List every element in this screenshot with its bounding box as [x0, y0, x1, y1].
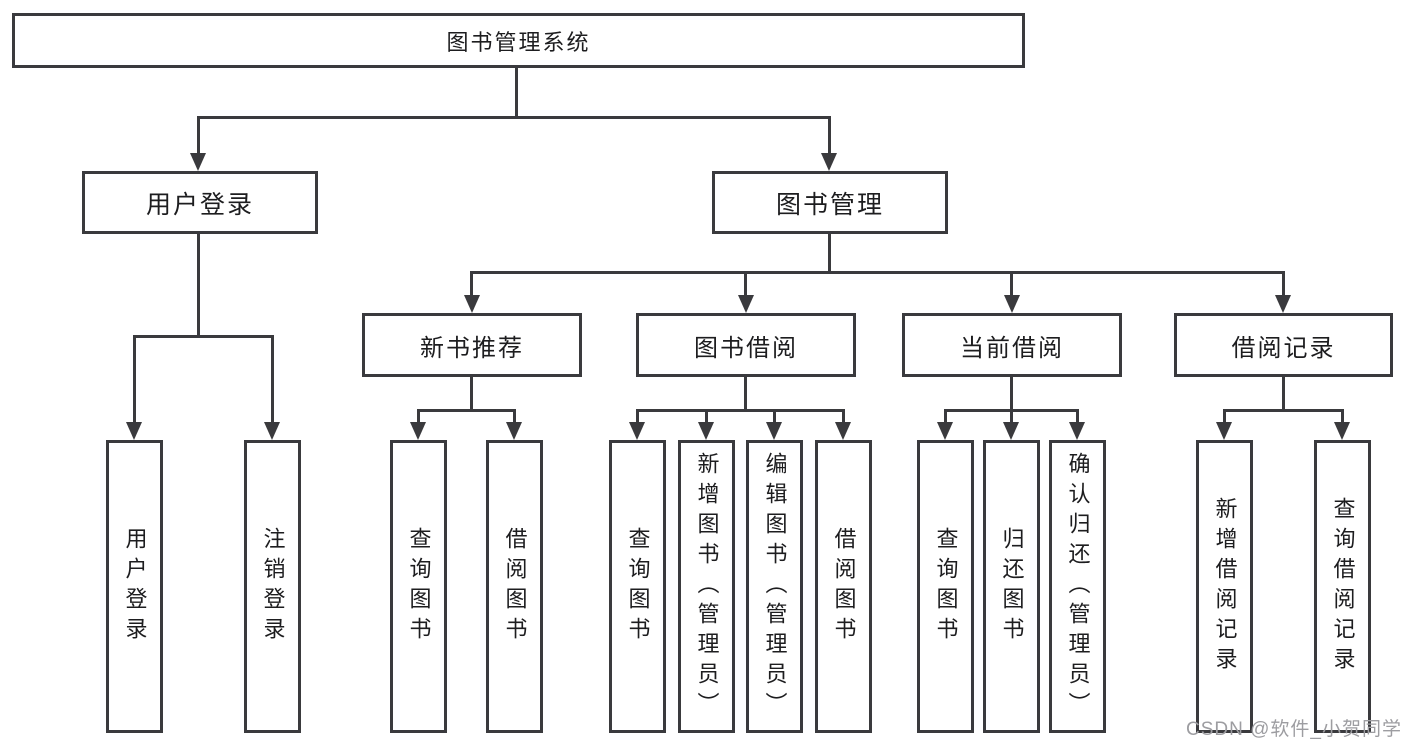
leaf-borrow-books-label: 借阅图书: [831, 526, 857, 647]
connector-line: [1076, 409, 1079, 425]
leaf-add-books-admin-label: 新增图书（管理员）: [694, 451, 720, 722]
connector-line: [133, 335, 136, 425]
arrow-head: [835, 422, 851, 440]
connector-line: [828, 234, 831, 271]
arrow-head: [1003, 422, 1019, 440]
node-current-borrowing-label: 当前借阅: [960, 334, 1064, 362]
connector-line: [271, 335, 274, 425]
leaf-query-books-current-label: 查询图书: [933, 526, 959, 647]
connector-line: [470, 377, 473, 409]
leaf-query-books-recommend: 查询图书: [390, 440, 447, 733]
leaf-query-books-recommend-label: 查询图书: [406, 526, 432, 647]
connector-line: [1010, 377, 1013, 409]
leaf-confirm-return-admin-label: 确认归还（管理员）: [1065, 451, 1091, 722]
connector-line: [133, 335, 274, 338]
node-user-login-label: 用户登录: [145, 190, 254, 219]
arrow-head: [1004, 295, 1020, 313]
leaf-user-login: 用户登录: [106, 440, 163, 733]
arrow-head: [738, 295, 754, 313]
connector-line: [636, 409, 845, 412]
leaf-query-books-borrowing-label: 查询图书: [625, 526, 651, 647]
arrow-head: [264, 422, 280, 440]
connector-line: [1223, 409, 1344, 412]
connector-line: [197, 116, 200, 156]
leaf-edit-books-admin: 编辑图书（管理员）: [746, 440, 803, 733]
leaf-edit-books-admin-label: 编辑图书（管理员）: [762, 451, 788, 722]
connector-line: [513, 409, 516, 425]
leaf-query-books-current: 查询图书: [917, 440, 974, 733]
node-borrowing-records: 借阅记录: [1174, 313, 1393, 377]
connector-line: [773, 409, 776, 425]
node-user-login: 用户登录: [82, 171, 318, 234]
node-root: 图书管理系统: [12, 13, 1025, 68]
arrow-head: [698, 422, 714, 440]
leaf-user-login-label: 用户登录: [122, 526, 148, 647]
leaf-borrow-books: 借阅图书: [815, 440, 872, 733]
leaf-logout-label: 注销登录: [260, 526, 286, 647]
connector-line: [470, 271, 1285, 274]
node-new-book-recommend: 新书推荐: [362, 313, 582, 377]
arrow-head: [410, 422, 426, 440]
leaf-return-books-label: 归还图书: [999, 526, 1025, 647]
arrow-head: [629, 422, 645, 440]
leaf-return-books: 归还图书: [983, 440, 1040, 733]
leaf-borrow-books-recommend-label: 借阅图书: [502, 526, 528, 647]
leaf-add-borrow-record: 新增借阅记录: [1196, 440, 1253, 733]
connector-line: [417, 409, 516, 412]
connector-line: [1282, 377, 1285, 409]
node-new-book-recommend-label: 新书推荐: [420, 334, 524, 362]
connector-line: [944, 409, 947, 425]
arrow-head: [190, 153, 206, 171]
arrow-head: [937, 422, 953, 440]
connector-line: [1223, 409, 1226, 425]
connector-line: [842, 409, 845, 425]
connector-line: [744, 271, 747, 298]
arrow-head: [506, 422, 522, 440]
connector-line: [1341, 409, 1344, 425]
arrow-head: [126, 422, 142, 440]
arrow-head: [821, 153, 837, 171]
node-book-management: 图书管理: [712, 171, 948, 234]
leaf-add-books-admin: 新增图书（管理员）: [678, 440, 735, 733]
node-book-management-label: 图书管理: [775, 190, 884, 219]
leaf-borrow-books-recommend: 借阅图书: [486, 440, 543, 733]
watermark: CSDN @软件_小贺同学: [1186, 719, 1402, 740]
connector-line: [1282, 271, 1285, 298]
arrow-head: [1216, 422, 1232, 440]
connector-line: [1010, 409, 1013, 425]
leaf-confirm-return-admin: 确认归还（管理员）: [1049, 440, 1106, 733]
connector-line: [1010, 271, 1013, 298]
connector-line: [197, 234, 200, 335]
connector-line: [744, 377, 747, 409]
node-borrowing-records-label: 借阅记录: [1231, 334, 1336, 362]
leaf-query-borrow-record: 查询借阅记录: [1314, 440, 1371, 733]
connector-line: [828, 116, 831, 156]
connector-line: [470, 271, 473, 298]
leaf-logout: 注销登录: [244, 440, 301, 733]
leaf-add-borrow-record-label: 新增借阅记录: [1212, 496, 1238, 677]
connector-line: [417, 409, 420, 425]
node-book-borrowing: 图书借阅: [636, 313, 856, 377]
leaf-query-books-borrowing: 查询图书: [609, 440, 666, 733]
connector-line: [636, 409, 639, 425]
node-root-label: 图书管理系统: [446, 29, 591, 55]
connector-line: [515, 68, 518, 116]
connector-line: [197, 116, 831, 119]
node-book-borrowing-label: 图书借阅: [694, 334, 798, 362]
arrow-head: [464, 295, 480, 313]
arrow-head: [1275, 295, 1291, 313]
leaf-query-borrow-record-label: 查询借阅记录: [1330, 496, 1356, 677]
arrow-head: [1069, 422, 1085, 440]
arrow-head: [1334, 422, 1350, 440]
node-current-borrowing: 当前借阅: [902, 313, 1122, 377]
connector-line: [705, 409, 708, 425]
arrow-head: [766, 422, 782, 440]
